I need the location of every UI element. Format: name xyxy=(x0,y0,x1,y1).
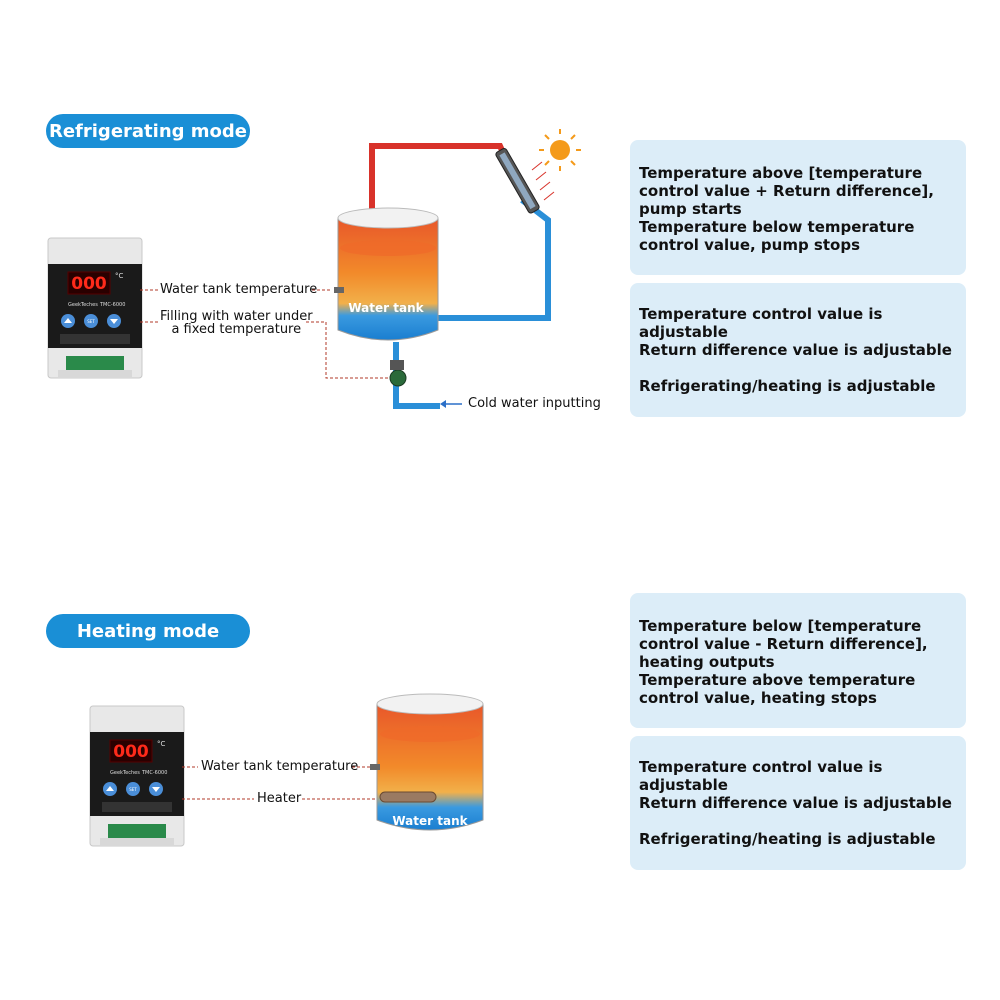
water-tank: Water tank xyxy=(376,693,484,831)
temperature-controller: 000 °C GeekTeches TMC-6000 SET xyxy=(47,237,143,379)
display-readout: 000 xyxy=(113,742,149,762)
svg-text:SET: SET xyxy=(87,319,95,324)
svg-text:GeekTeches: GeekTeches xyxy=(110,770,140,776)
refrigerating-mode-title: Refrigerating mode xyxy=(46,114,250,148)
refrigerating-adjustable-box: Temperature control value is adjustable … xyxy=(630,283,966,417)
svg-text:GeekTeches: GeekTeches xyxy=(68,302,98,308)
filling-label: Filling with water under a fixed tempera… xyxy=(160,309,313,337)
svg-text:TMC-6000: TMC-6000 xyxy=(99,302,125,308)
heating-mode-title: Heating mode xyxy=(46,614,250,648)
temperature-sensor-icon xyxy=(334,287,344,293)
solar-collector xyxy=(495,148,540,214)
heater-element-icon xyxy=(379,791,437,803)
heater-label: Heater xyxy=(257,791,302,806)
svg-text:Water tank: Water tank xyxy=(348,301,424,315)
heating-conditions-box: Temperature below [temperature control v… xyxy=(630,593,966,728)
svg-text:SET: SET xyxy=(129,787,137,792)
refrigerating-conditions-box: Temperature above [temperature control v… xyxy=(630,140,966,275)
display-readout: 000 xyxy=(71,274,107,294)
svg-text:°C: °C xyxy=(115,272,124,280)
set-button[interactable] xyxy=(126,782,140,796)
arrow-left-icon xyxy=(440,400,446,408)
sun-icon xyxy=(539,129,581,171)
water-tank-temperature-label: Water tank temperature xyxy=(160,282,318,297)
svg-text:°C: °C xyxy=(157,740,166,748)
water-tank: Water tank xyxy=(337,207,439,341)
temperature-sensor-icon xyxy=(370,764,380,770)
cold-water-label: Cold water inputting xyxy=(468,396,601,411)
set-button[interactable] xyxy=(84,314,98,328)
water-tank-temperature-label: Water tank temperature xyxy=(201,759,359,774)
pump-icon xyxy=(389,360,407,387)
svg-text:TMC-6000: TMC-6000 xyxy=(141,770,167,776)
temperature-controller: 000 °C GeekTeches TMC-6000 SET xyxy=(89,705,185,847)
svg-text:Water tank: Water tank xyxy=(392,814,468,828)
heating-adjustable-box: Temperature control value is adjustable … xyxy=(630,736,966,870)
